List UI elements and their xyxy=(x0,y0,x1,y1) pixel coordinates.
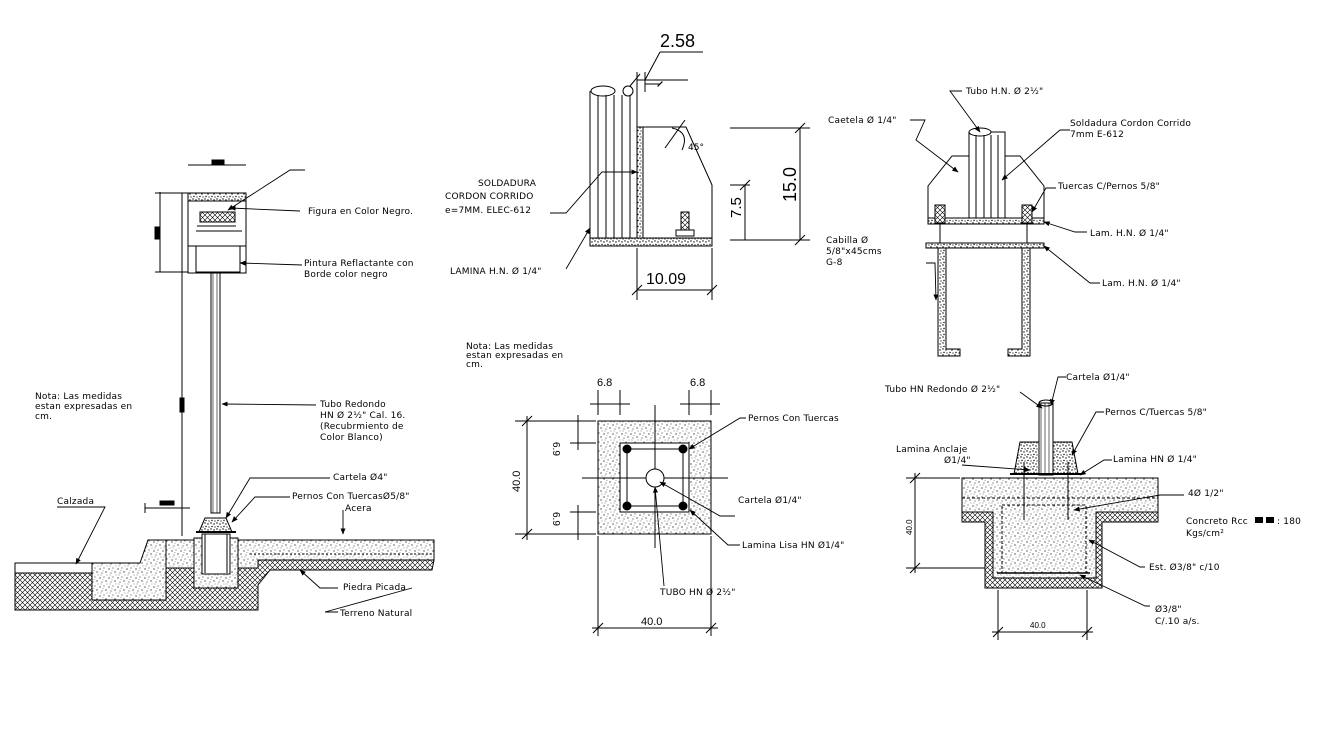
label-piedra: Piedra Picada xyxy=(343,583,406,593)
label-nota-2: estan expresadas en xyxy=(35,402,132,412)
dim-fund-40v: 40.0 xyxy=(905,519,914,535)
label-fund-fi38-2: C/.10 a/s. xyxy=(1155,617,1200,627)
label-fund-pernos: Pernos C/Tuercas 5/8" xyxy=(1105,408,1207,418)
label-anchor-cab-3: G-8 xyxy=(826,258,843,268)
dim-69-bottom: 6.9 xyxy=(550,512,561,526)
anchor-labels: Tubo H.N. Ø 2½" Caetela Ø 1/4" Soldadura… xyxy=(826,86,1191,289)
label-nota-1: Nota: Las medidas xyxy=(35,392,122,402)
label-anchor-cab-2: 5/8"x45cms xyxy=(826,247,882,257)
dim-258: 2.58 xyxy=(660,31,695,51)
dim-69-top: 6.9 xyxy=(550,442,561,456)
dim-fund-40h: 40.0 xyxy=(1030,621,1046,630)
weld-detail-view xyxy=(589,51,810,300)
angle-45: 45° xyxy=(688,143,704,153)
label-cartela: Cartela Ø4" xyxy=(333,472,388,483)
label-acera: Acera xyxy=(345,504,372,514)
label-tubo-3: (Recubrmiento de xyxy=(320,422,404,432)
dim-68-left: 6.8 xyxy=(597,377,612,389)
label-sold-2: CORDON CORRIDO xyxy=(445,192,534,202)
label-fund-4fi: 4Ø 1/2" xyxy=(1188,488,1224,499)
foundation-leaders xyxy=(961,376,1184,607)
plan-leaders xyxy=(653,417,746,587)
left-labels: Figura en Color Negro. Pintura Reflactan… xyxy=(35,207,414,619)
dim-75: 7.5 xyxy=(728,197,745,218)
label-fund-conc-1: Concreto Rcc xyxy=(1186,517,1248,527)
label-sold-3: e=7MM. ELEC-612 xyxy=(445,206,531,216)
label-fund-lamina: Lamina HN Ø 1/4" xyxy=(1113,454,1197,465)
plan-labels: Nota: Las medidas estan expresadas en cm… xyxy=(466,342,845,628)
label-fund-conc-val: : 180 xyxy=(1277,517,1301,527)
foundation-labels: Tubo HN Redondo Ø 2½" Cartela Ø1/4" Pern… xyxy=(884,372,1301,630)
fund-mark-2 xyxy=(1266,517,1274,523)
label-anchor-cartela: Caetela Ø 1/4" xyxy=(828,115,897,126)
label-anchor-lam1: Lam. H.N. Ø 1/4" xyxy=(1090,228,1169,239)
label-pernos: Pernos Con TuercasØ5/8" xyxy=(292,491,410,502)
label-fund-anc-1: Lamina Anclaje xyxy=(896,445,968,455)
label-plan-nota-2: estan expresadas en xyxy=(466,351,563,361)
label-fund-est: Est. Ø3/8" c/10 xyxy=(1149,562,1220,573)
label-fund-cartela: Cartela Ø1/4" xyxy=(1066,372,1130,383)
dim-68-right: 6.8 xyxy=(690,377,705,389)
label-fund-conc-2: Kgs/cm² xyxy=(1186,529,1224,539)
label-anchor-sold-1: Soldadura Cordon Corrido xyxy=(1070,119,1191,129)
dim-150: 15.0 xyxy=(780,167,800,202)
label-lamina: LAMINA H.N. Ø 1/4" xyxy=(450,266,542,277)
label-anchor-tuercas: Tuercas C/Pernos 5/8" xyxy=(1057,182,1160,192)
label-tubo-2: HN Ø 2½" Cal. 16. xyxy=(320,410,406,421)
left-leaders xyxy=(57,169,413,613)
dim-40-horizontal: 40.0 xyxy=(641,616,662,628)
label-pintura-1: Pintura Reflactante con xyxy=(304,259,414,269)
label-tubo-1: Tubo Redondo xyxy=(319,400,386,410)
dim-40-vertical: 40.0 xyxy=(511,471,523,492)
label-sold-1: SOLDADURA xyxy=(478,179,537,189)
label-anchor-sold-2: 7mm E-612 xyxy=(1070,130,1124,140)
label-anchor-tubo: Tubo H.N. Ø 2½" xyxy=(965,86,1043,97)
label-plan-pernos: Pernos Con Tuercas xyxy=(748,414,839,424)
anchor-detail-view xyxy=(925,127,1045,357)
label-plan-nota-1: Nota: Las medidas xyxy=(466,342,553,352)
left-elevation-view xyxy=(14,159,435,611)
label-plan-tubo: TUBO HN Ø 2½" xyxy=(659,587,736,598)
weld-labels: 2.58 45° 15.0 7.5 10.09 SOLDADURA CORDON… xyxy=(445,31,800,288)
weld-leaders xyxy=(550,169,638,270)
label-calzada: Calzada xyxy=(57,497,94,507)
label-plan-lamina: Lamina Lisa HN Ø1/4" xyxy=(742,540,845,551)
label-anchor-lam2: Lam. H.N. Ø 1/4" xyxy=(1102,278,1181,289)
label-fund-fi38-1: Ø3/8" xyxy=(1155,604,1182,615)
label-tubo-4: Color Blanco) xyxy=(320,433,383,443)
anchor-leaders xyxy=(910,90,1100,301)
foundation-view xyxy=(906,399,1159,640)
label-fund-tubo: Tubo HN Redondo Ø 2½" xyxy=(884,384,1000,395)
plan-view xyxy=(515,390,728,636)
label-terreno: Terreno Natural xyxy=(339,609,412,619)
fund-mark-1 xyxy=(1255,517,1263,523)
dim-1009: 10.09 xyxy=(646,271,686,288)
label-anchor-cab-1: Cabilla Ø xyxy=(826,235,868,246)
label-pintura-2: Borde color negro xyxy=(304,270,388,280)
label-nota-3: cm. xyxy=(35,412,52,422)
label-figura: Figura en Color Negro. xyxy=(308,207,413,217)
label-plan-nota-3: cm. xyxy=(466,360,483,370)
label-plan-cartela: Cartela Ø1/4" xyxy=(738,495,802,506)
label-fund-anc-2: Ø1/4" xyxy=(944,455,971,466)
